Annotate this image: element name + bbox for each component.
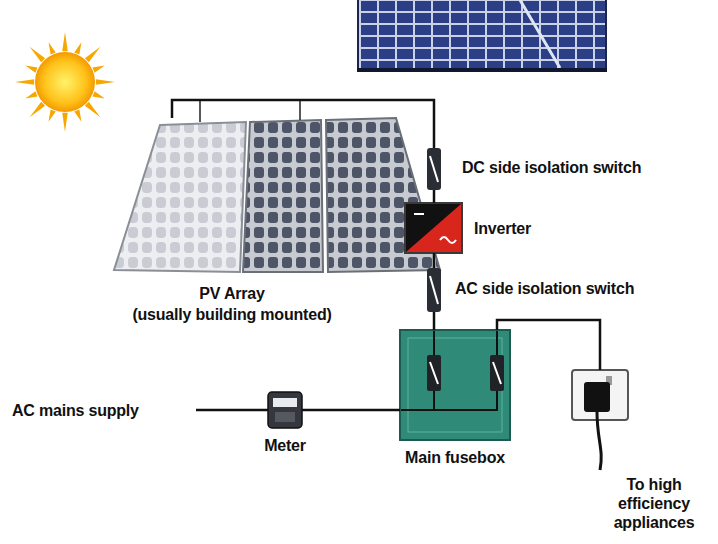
node-label: DC side isolation switch xyxy=(462,158,641,177)
wire xyxy=(433,253,436,268)
meter xyxy=(196,392,302,428)
inverter xyxy=(405,203,462,253)
plug-cable xyxy=(597,412,601,470)
isolation-switch: AC side isolation switch xyxy=(427,268,441,312)
socket: To high efficiency appliances xyxy=(572,370,628,420)
fusebox xyxy=(400,330,510,440)
mains-wire xyxy=(196,409,268,412)
pv-array xyxy=(114,100,440,272)
sun-ray xyxy=(30,47,45,62)
node-label: To high efficiency appliances xyxy=(598,475,710,532)
sun-ray xyxy=(92,66,104,73)
wire xyxy=(433,312,436,330)
node-label: Inverter xyxy=(474,219,531,238)
sun-ray xyxy=(74,42,81,54)
dc-isolation-switch xyxy=(427,148,441,190)
pv-array: PV Array(usually building mounted) xyxy=(112,118,442,275)
sun-ray xyxy=(30,102,45,117)
sun-ray xyxy=(96,79,115,85)
node-label: PV Array xyxy=(172,284,292,303)
isolation-switch: DC side isolation switch xyxy=(427,148,441,190)
sun-disc xyxy=(35,52,95,112)
node-label: Meter xyxy=(245,436,325,455)
node-sublabel: (usually building mounted) xyxy=(112,305,352,324)
sun-ray xyxy=(85,102,100,117)
socket xyxy=(572,370,628,470)
sun-ray xyxy=(15,79,34,85)
meter: Meter xyxy=(268,392,302,428)
inverter: Inverter xyxy=(405,203,462,253)
sun-ray xyxy=(92,91,104,98)
supply-label: AC mains supply xyxy=(12,401,139,420)
fusebox: Main fusebox xyxy=(400,330,510,440)
wire xyxy=(497,320,600,370)
wire xyxy=(433,190,436,203)
sun-ray xyxy=(25,66,37,73)
sun-ray xyxy=(49,109,56,121)
sun-ray xyxy=(74,109,81,121)
node-label: Main fusebox xyxy=(375,448,535,467)
sun-ray xyxy=(49,42,56,54)
sun-ray xyxy=(62,32,68,51)
sun-ray xyxy=(25,91,37,98)
wire xyxy=(302,409,400,412)
sun-ray xyxy=(85,47,100,62)
wire xyxy=(172,100,434,148)
panel-photo xyxy=(357,0,607,72)
node-label: AC side isolation switch xyxy=(455,279,634,298)
sun-ray xyxy=(62,113,68,132)
sun xyxy=(15,32,115,132)
ac-isolation-switch xyxy=(427,268,441,312)
